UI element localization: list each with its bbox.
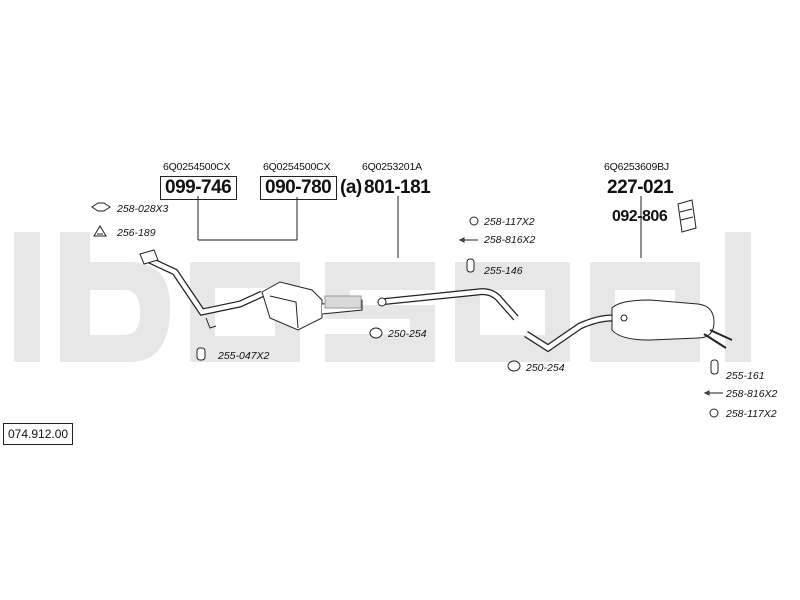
heat-shield-icon (677, 199, 697, 233)
part-suffix: (a) (340, 177, 362, 198)
oem-number: 6Q6253609BJ (604, 161, 669, 173)
accessory-label: 250-254 (388, 328, 427, 340)
catalytic-converter (261, 281, 363, 331)
bolt-icon (458, 237, 478, 243)
accessory-label: 255-146 (484, 265, 523, 277)
bolt-icon (703, 390, 723, 396)
clamp-icon (369, 327, 383, 339)
accessory-label: 250-254 (526, 362, 565, 374)
oem-number: 6Q0254500CX (263, 161, 331, 173)
accessory-label: 258-117X2 (484, 216, 535, 228)
front-pipe (139, 249, 264, 329)
rubber-mount-icon (710, 359, 719, 375)
oem-number: 6Q0254500CX (163, 161, 231, 173)
accessory-label: 256-189 (117, 227, 156, 239)
gasket-icon (93, 225, 107, 237)
oem-number: 6Q0253201A (362, 161, 422, 173)
rear-muffler (524, 299, 733, 353)
rubber-mount-icon (196, 347, 206, 361)
accessory-label: 258-816X2 (726, 388, 778, 400)
center-pipe (377, 288, 519, 321)
accessory-label: 258-816X2 (484, 234, 536, 246)
clamp-icon (507, 360, 521, 372)
leader-lines (197, 196, 642, 258)
washer-icon (469, 216, 479, 226)
accessory-label: 258-117X2 (726, 408, 777, 420)
watermark-logo (14, 232, 751, 362)
washer-icon (709, 408, 719, 418)
part-number-box[interactable]: 090-780 (260, 176, 338, 200)
accessory-label: 255-047X2 (218, 350, 270, 362)
nut-icon (91, 202, 111, 212)
rubber-mount-icon (466, 258, 475, 273)
part-number[interactable]: 092-806 (612, 208, 668, 225)
diagram-reference-number: 074.912.00 (3, 423, 74, 445)
part-number-box[interactable]: 099-746 (160, 176, 238, 200)
part-number[interactable]: 227-021 (607, 177, 674, 198)
accessory-label: 258-028X3 (117, 203, 169, 215)
accessory-label: 255-161 (726, 370, 765, 382)
part-number[interactable]: 801-181 (364, 177, 431, 198)
